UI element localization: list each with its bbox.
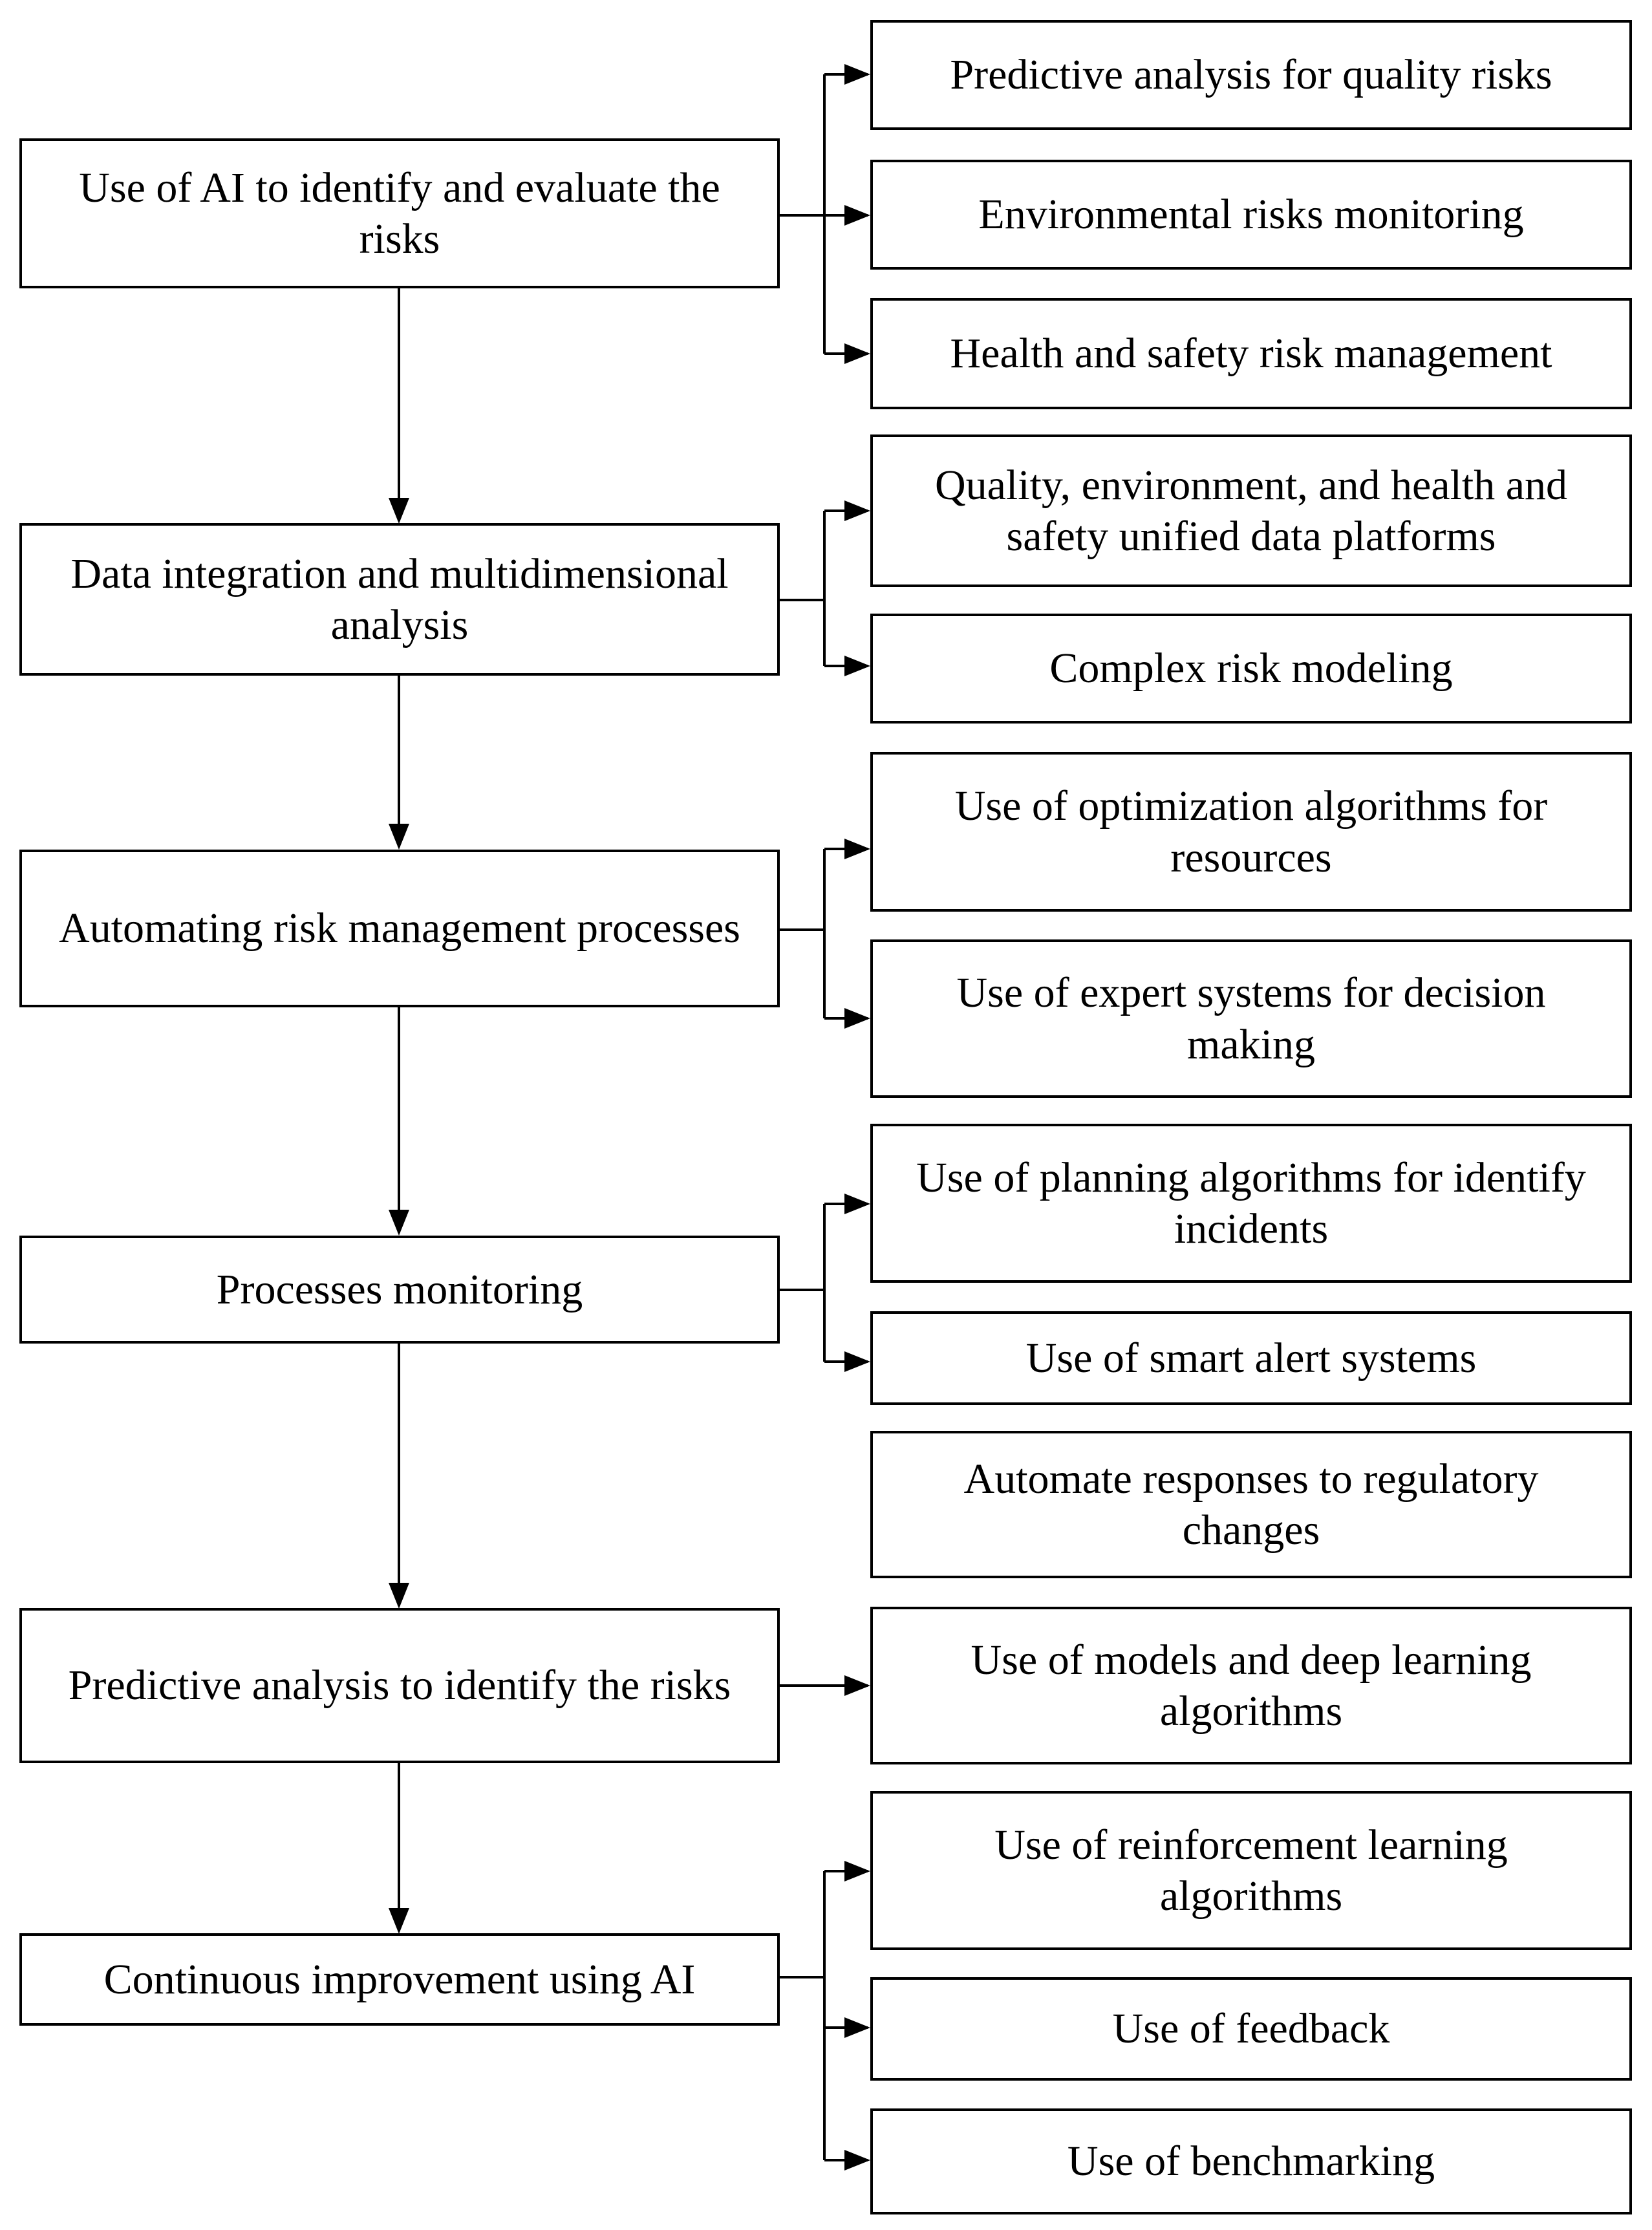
sub-item-6-label: Use of optimization algorithms for resou… — [954, 782, 1548, 881]
main-step-1-label: Use of AI to identify and evaluate the r… — [79, 164, 720, 263]
sub-item-4-box: Quality, environment, and health and saf… — [870, 434, 1632, 587]
main-step-6-box: Continuous improvement using AI — [19, 1933, 780, 2026]
branch-connector-2 — [778, 500, 870, 676]
sub-item-8-box: Use of planning algorithms for identify … — [870, 1124, 1632, 1283]
sub-item-6-box: Use of optimization algorithms for resou… — [870, 752, 1632, 912]
main-step-5-box: Predictive analysis to identify the risk… — [19, 1608, 780, 1763]
sub-item-7-box: Use of expert systems for decision makin… — [870, 939, 1632, 1098]
main-step-4-box: Processes monitoring — [19, 1236, 780, 1344]
branch-connector-4 — [778, 1194, 870, 1372]
main-step-5-label: Predictive analysis to identify the risk… — [68, 1662, 731, 1710]
sub-item-5-box: Complex risk modeling — [870, 614, 1632, 724]
main-step-2-box: Data integration and multidimensional an… — [19, 523, 780, 676]
sub-item-5-label: Complex risk modeling — [1049, 645, 1453, 692]
sub-item-3-label: Health and safety risk management — [950, 330, 1552, 378]
sub-item-14-box: Use of benchmarking — [870, 2108, 1632, 2214]
sub-item-10-box: Automate responses to regulatory changes — [870, 1431, 1632, 1578]
sub-item-10-label: Automate responses to regulatory changes — [963, 1455, 1539, 1554]
sub-item-2-label: Environmental risks monitoring — [978, 191, 1524, 239]
sub-item-2-box: Environmental risks monitoring — [870, 160, 1632, 270]
sub-item-4-label: Quality, environment, and health and saf… — [934, 461, 1568, 560]
sub-item-1-box: Predictive analysis for quality risks — [870, 20, 1632, 130]
main-step-3-box: Automating risk management processes — [19, 850, 780, 1007]
branch-connector-3 — [778, 839, 870, 1029]
main-step-3-label: Automating risk management processes — [59, 905, 740, 952]
main-step-2-label: Data integration and multidimensional an… — [70, 550, 729, 649]
sub-item-11-box: Use of models and deep learning algorith… — [870, 1607, 1632, 1764]
sub-item-7-label: Use of expert systems for decision makin… — [956, 969, 1546, 1068]
branch-connector-6 — [778, 1861, 870, 2171]
sub-item-9-box: Use of smart alert systems — [870, 1311, 1632, 1405]
sub-item-3-box: Health and safety risk management — [870, 298, 1632, 409]
sub-item-9-label: Use of smart alert systems — [1025, 1334, 1477, 1382]
sub-item-13-box: Use of feedback — [870, 1977, 1632, 2081]
sub-item-11-label: Use of models and deep learning algorith… — [971, 1636, 1532, 1735]
main-step-4-label: Processes monitoring — [216, 1265, 583, 1313]
main-step-1-box: Use of AI to identify and evaluate the r… — [19, 138, 780, 288]
main-step-6-label: Continuous improvement using AI — [103, 1955, 696, 2003]
sub-item-13-label: Use of feedback — [1112, 2005, 1390, 2053]
sub-item-8-label: Use of planning algorithms for identify … — [916, 1153, 1586, 1252]
sub-item-14-label: Use of benchmarking — [1067, 2138, 1435, 2185]
sub-item-12-box: Use of reinforcement learning algorithms — [870, 1791, 1632, 1950]
sub-item-12-label: Use of reinforcement learning algorithms — [994, 1821, 1508, 1920]
sub-item-1-label: Predictive analysis for quality risks — [950, 51, 1552, 99]
branch-connector-1 — [778, 64, 870, 364]
